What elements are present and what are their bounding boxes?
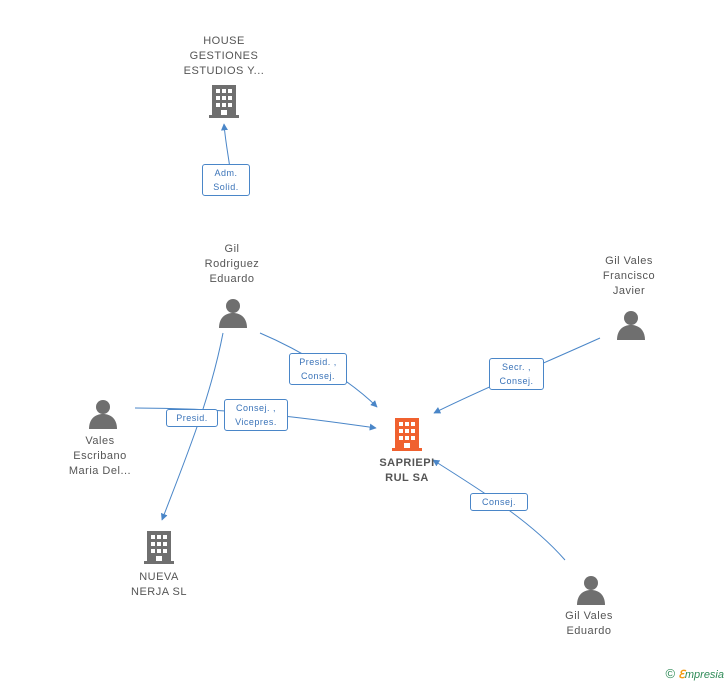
copyright-icon: © xyxy=(665,666,676,681)
edge-label-secr-consej: Secr. , Consej. xyxy=(489,358,544,390)
edge-label-adm-solid: Adm. Solid. xyxy=(202,164,250,196)
node-label-nueva-nerja[interactable]: NUEVA NERJA SL xyxy=(131,571,187,598)
node-label-gil-rodriguez[interactable]: Gil Rodriguez Eduardo xyxy=(204,243,260,285)
node-label-gil-vales-francisco[interactable]: Gil Vales Francisco Javier xyxy=(602,255,656,297)
brand-initial: ℇ xyxy=(678,669,685,681)
edge-label-presid-consej: Presid. , Consej. xyxy=(289,353,347,385)
brand-name: mpresia xyxy=(684,669,724,681)
node-label-vales-escribano[interactable]: Vales Escribano Maria Del... xyxy=(68,435,132,477)
edge-label-presid: Presid. xyxy=(166,409,218,427)
node-label-sapriepi[interactable]: SAPRIEPI RUL SA xyxy=(379,457,435,484)
person-icon[interactable] xyxy=(219,299,247,328)
building-icon-center[interactable] xyxy=(392,418,422,451)
edge-label-consej-vicepres: Consej. , Vicepres. xyxy=(224,399,288,431)
brand-logo: © ℇmpresia xyxy=(665,666,724,681)
person-icon[interactable] xyxy=(89,400,117,429)
person-icon[interactable] xyxy=(617,311,645,340)
edge-presid-nueva-nerja xyxy=(160,332,224,521)
person-icon[interactable] xyxy=(577,576,605,605)
node-label-house[interactable]: HOUSE GESTIONES ESTUDIOS Y... xyxy=(183,35,265,77)
building-icon[interactable] xyxy=(209,85,239,118)
node-label-gil-vales-eduardo[interactable]: Gil Vales Eduardo xyxy=(565,610,613,637)
building-icon[interactable] xyxy=(144,531,174,564)
edge-label-consej: Consej. xyxy=(470,493,528,511)
